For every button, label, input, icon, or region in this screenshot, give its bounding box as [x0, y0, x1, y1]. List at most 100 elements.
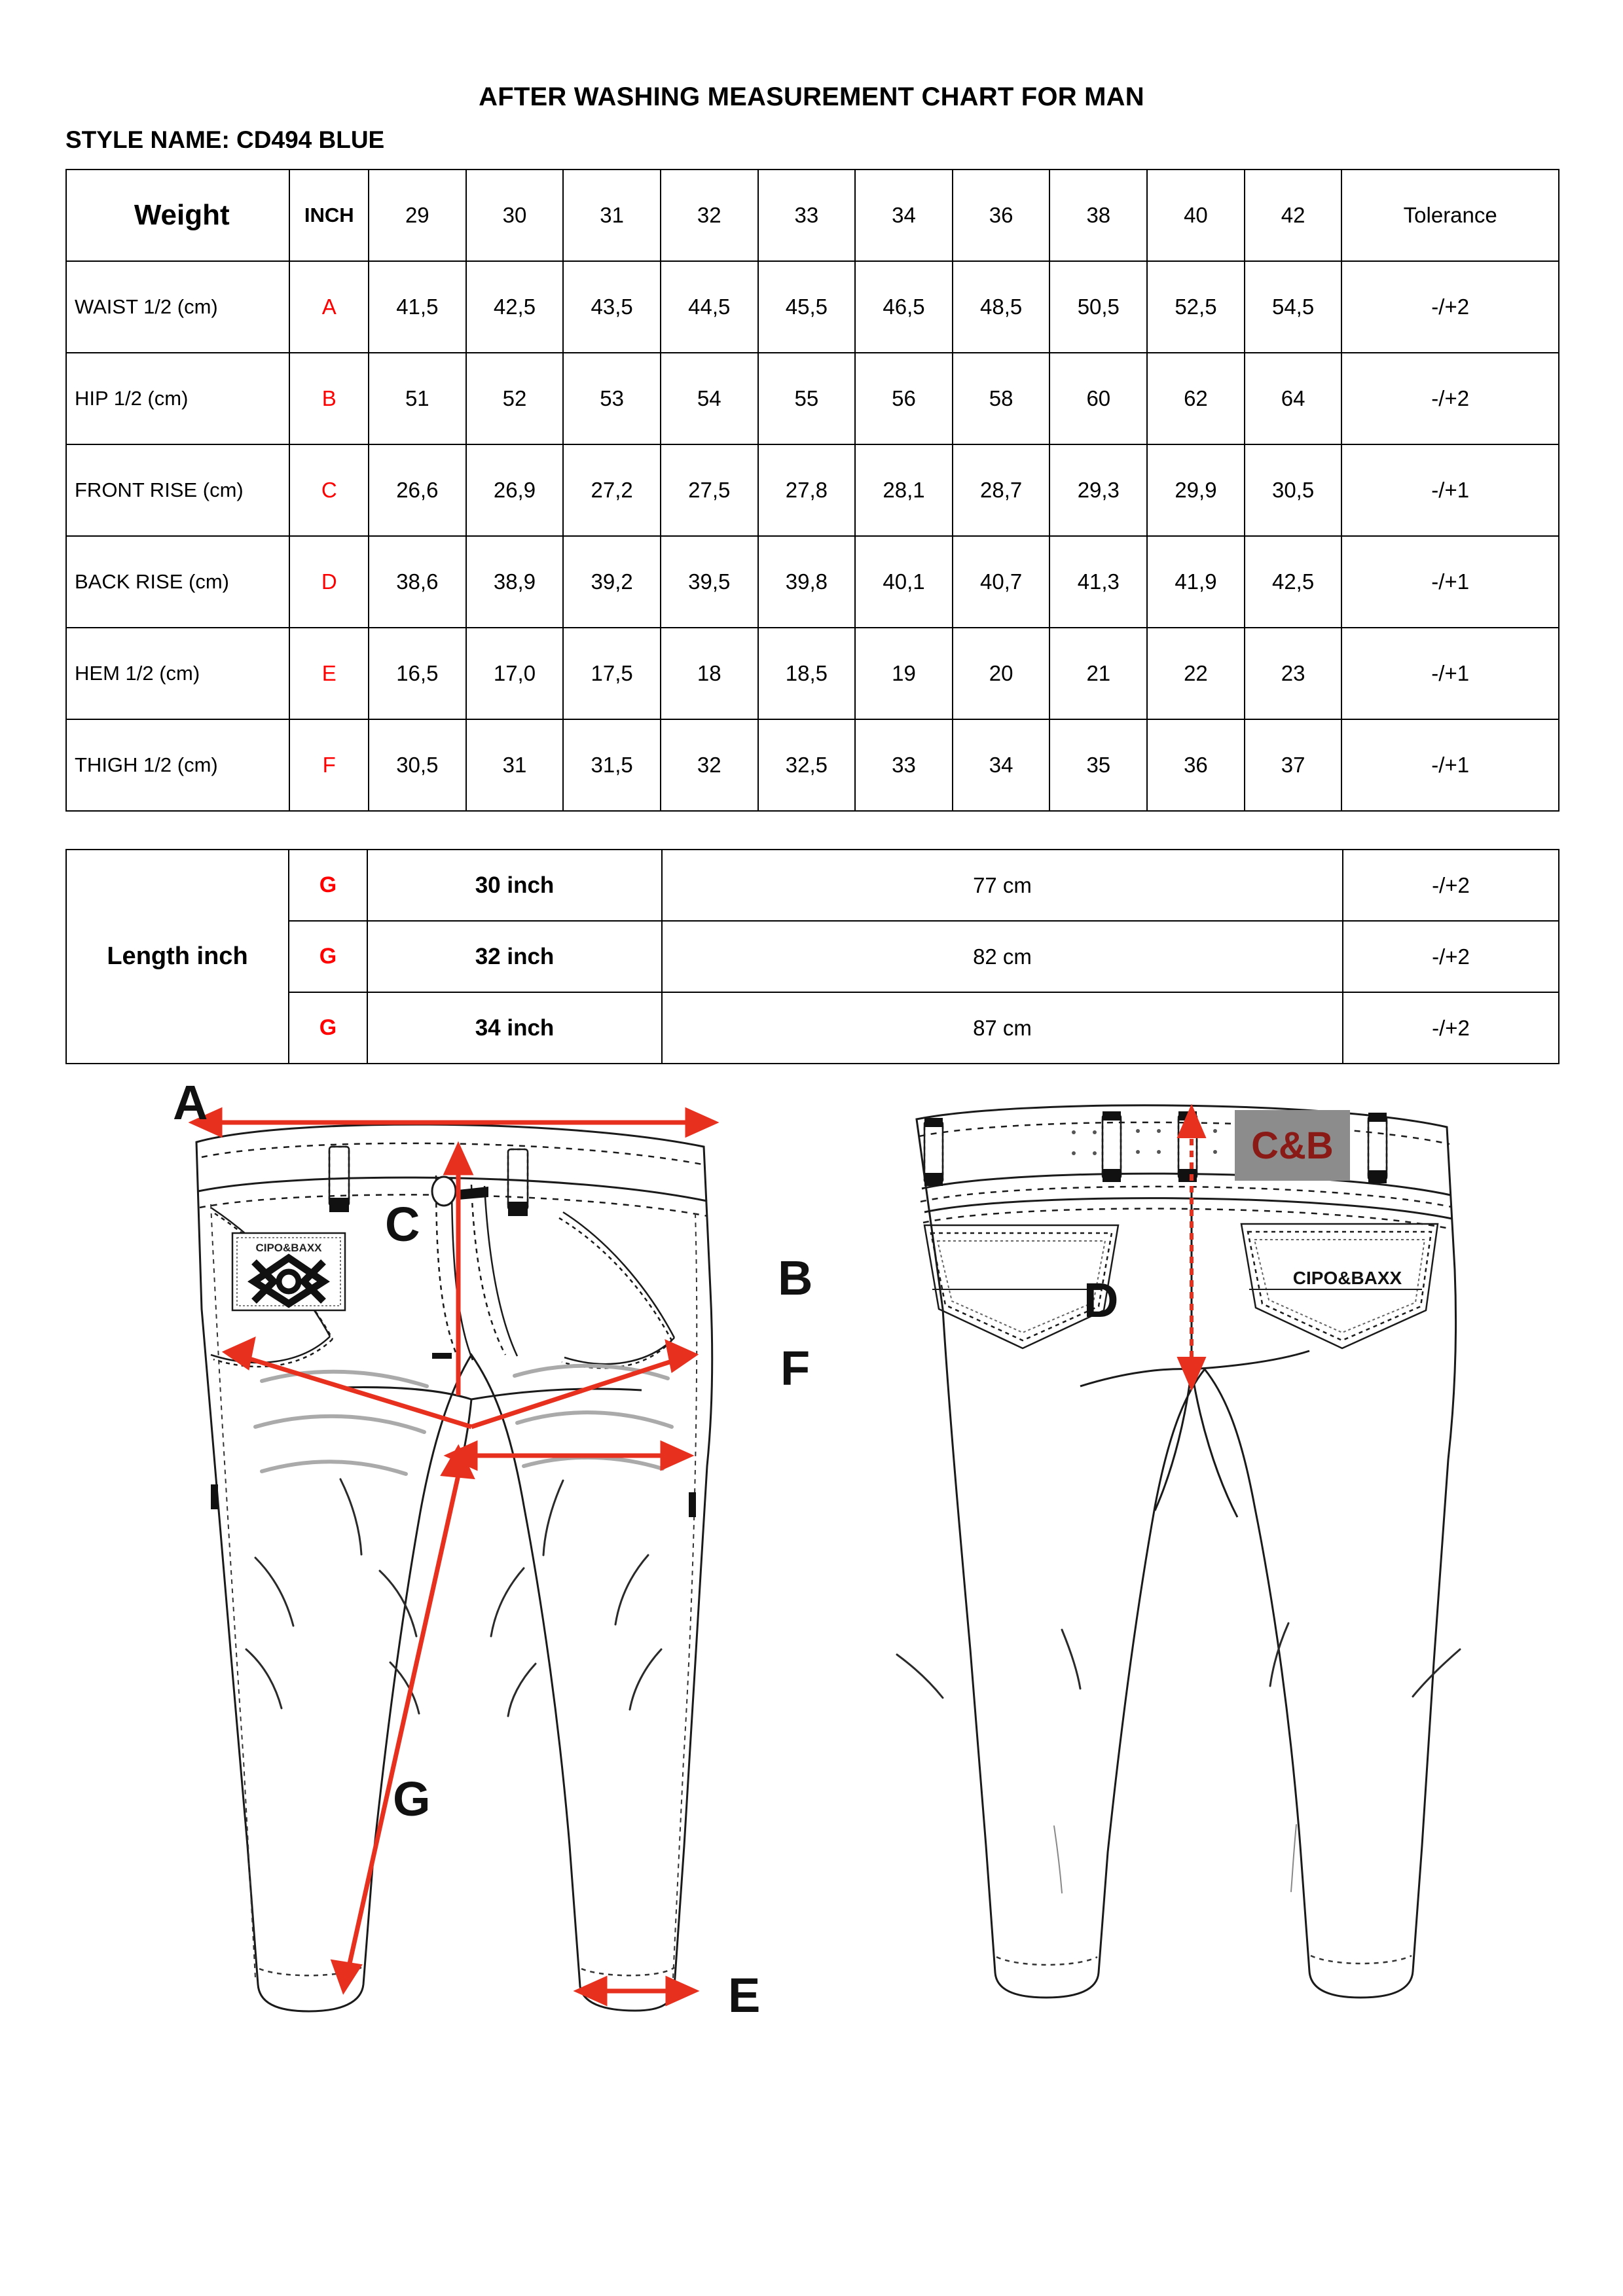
cell-hip-34: 56 [854, 352, 953, 445]
cell-thigh-34: 33 [854, 719, 953, 812]
cell-hip-38: 60 [1049, 352, 1148, 445]
cell-front-rise-38: 29,3 [1049, 444, 1148, 537]
cell-thigh-33: 32,5 [757, 719, 856, 812]
table-row: BACK RISE (cm) D 38,6 38,9 39,2 39,5 39,… [65, 535, 1559, 628]
row-code-d: D [289, 535, 369, 628]
cell-front-rise-36: 28,7 [951, 444, 1051, 537]
row-label-back-rise: BACK RISE (cm) [65, 535, 291, 628]
row-label-hem: HEM 1/2 (cm) [65, 627, 291, 720]
cell-back-rise-36: 40,7 [951, 535, 1051, 628]
cell-front-rise-30: 26,9 [465, 444, 564, 537]
cell-waist-36: 48,5 [951, 260, 1051, 353]
cell-front-rise-42: 30,5 [1243, 444, 1343, 537]
header-weight: Weight [65, 169, 291, 262]
marker-a: A [173, 1075, 208, 1130]
cell-hem-29: 16,5 [368, 627, 467, 720]
marker-c: C [385, 1197, 420, 1251]
cell-front-rise-32: 27,5 [659, 444, 759, 537]
marker-b: B [778, 1251, 812, 1305]
marker-e: E [728, 1968, 760, 2022]
length-cm-87: 87 cm [661, 992, 1343, 1064]
cell-hem-42: 23 [1243, 627, 1343, 720]
cell-back-rise-38: 41,3 [1049, 535, 1148, 628]
row-code-b: B [289, 352, 369, 445]
jeans-back-view: C&B CIPO&BAXX [896, 1103, 1461, 1999]
table-row: HIP 1/2 (cm) B 51 52 53 54 55 56 58 60 6… [65, 352, 1559, 445]
header-inch: INCH [289, 169, 369, 262]
cell-thigh-30: 31 [465, 719, 564, 812]
cell-thigh-42: 37 [1243, 719, 1343, 812]
cell-back-rise-32: 39,5 [659, 535, 759, 628]
length-cm-82: 82 cm [661, 920, 1343, 993]
length-tolerance-2: -/+2 [1342, 920, 1559, 993]
length-tolerance-1: -/+2 [1342, 849, 1559, 922]
style-name: STYLE NAME: CD494 BLUE [65, 126, 385, 153]
header-size-38: 38 [1049, 169, 1148, 262]
cell-front-rise-tolerance: -/+1 [1341, 444, 1559, 537]
header-size-31: 31 [562, 169, 661, 262]
cell-hip-29: 51 [368, 352, 467, 445]
row-code-a: A [289, 260, 369, 353]
row-label-hip: HIP 1/2 (cm) [65, 352, 291, 445]
cell-front-rise-33: 27,8 [757, 444, 856, 537]
row-label-thigh: THIGH 1/2 (cm) [65, 719, 291, 812]
length-row: G 34 inch 87 cm -/+2 [66, 992, 1559, 1064]
table-row: HEM 1/2 (cm) E 16,5 17,0 17,5 18 18,5 19… [65, 627, 1559, 720]
svg-text:CIPO&BAXX: CIPO&BAXX [255, 1242, 322, 1254]
cell-hem-33: 18,5 [757, 627, 856, 720]
length-code-g-2: G [288, 920, 368, 993]
length-inch-label: Length inch [65, 849, 289, 1064]
cell-waist-33: 45,5 [757, 260, 856, 353]
header-size-40: 40 [1146, 169, 1245, 262]
cell-waist-32: 44,5 [659, 260, 759, 353]
row-code-e: E [289, 627, 369, 720]
cell-waist-30: 42,5 [465, 260, 564, 353]
marker-f: F [780, 1341, 810, 1395]
cell-back-rise-40: 41,9 [1146, 535, 1245, 628]
cell-hem-40: 22 [1146, 627, 1245, 720]
cell-back-rise-29: 38,6 [368, 535, 467, 628]
length-cm-77: 77 cm [661, 849, 1343, 922]
cell-hem-tolerance: -/+1 [1341, 627, 1559, 720]
cell-front-rise-29: 26,6 [368, 444, 467, 537]
cell-waist-31: 43,5 [562, 260, 661, 353]
length-code-g-1: G [288, 849, 368, 922]
cell-thigh-40: 36 [1146, 719, 1245, 812]
page-title: AFTER WASHING MEASUREMENT CHART FOR MAN [479, 82, 1144, 111]
cell-front-rise-34: 28,1 [854, 444, 953, 537]
cell-hem-32: 18 [659, 627, 759, 720]
length-row: G 32 inch 82 cm -/+2 [66, 920, 1559, 993]
cell-back-rise-30: 38,9 [465, 535, 564, 628]
cell-waist-40: 52,5 [1146, 260, 1245, 353]
table-row: THIGH 1/2 (cm) F 30,5 31 31,5 32 32,5 33… [65, 719, 1559, 812]
header-size-36: 36 [951, 169, 1051, 262]
cell-hip-32: 54 [659, 352, 759, 445]
row-label-front-rise: FRONT RISE (cm) [65, 444, 291, 537]
cell-hip-tolerance: -/+2 [1341, 352, 1559, 445]
cell-back-rise-31: 39,2 [562, 535, 661, 628]
jeans-front-view: CIPO&BAXX [188, 1107, 720, 2013]
header-size-29: 29 [368, 169, 467, 262]
technical-drawing-area: CIPO&BAXX [65, 1073, 1559, 2258]
header-size-33: 33 [757, 169, 856, 262]
cell-waist-29: 41,5 [368, 260, 467, 353]
cell-hem-31: 17,5 [562, 627, 661, 720]
cell-front-rise-40: 29,9 [1146, 444, 1245, 537]
cell-waist-tolerance: -/+2 [1341, 260, 1559, 353]
cell-hip-31: 53 [562, 352, 661, 445]
header-size-32: 32 [659, 169, 759, 262]
cell-thigh-36: 34 [951, 719, 1051, 812]
cell-thigh-31: 31,5 [562, 719, 661, 812]
table-row: WAIST 1/2 (cm) A 41,5 42,5 43,5 44,5 45,… [65, 260, 1559, 353]
header-size-42: 42 [1243, 169, 1343, 262]
cell-waist-38: 50,5 [1049, 260, 1148, 353]
coin-pocket: CIPO&BAXX [231, 1232, 346, 1312]
row-code-c: C [289, 444, 369, 537]
length-code-g-3: G [288, 992, 368, 1064]
length-row: Length inch G 30 inch 77 cm -/+2 [65, 849, 1559, 1064]
cell-hip-36: 58 [951, 352, 1051, 445]
cell-back-rise-42: 42,5 [1243, 535, 1343, 628]
cell-hem-34: 19 [854, 627, 953, 720]
cell-back-rise-tolerance: -/+1 [1341, 535, 1559, 628]
measurement-table: Weight INCH 29 30 31 32 33 34 36 38 40 4… [65, 169, 1559, 812]
